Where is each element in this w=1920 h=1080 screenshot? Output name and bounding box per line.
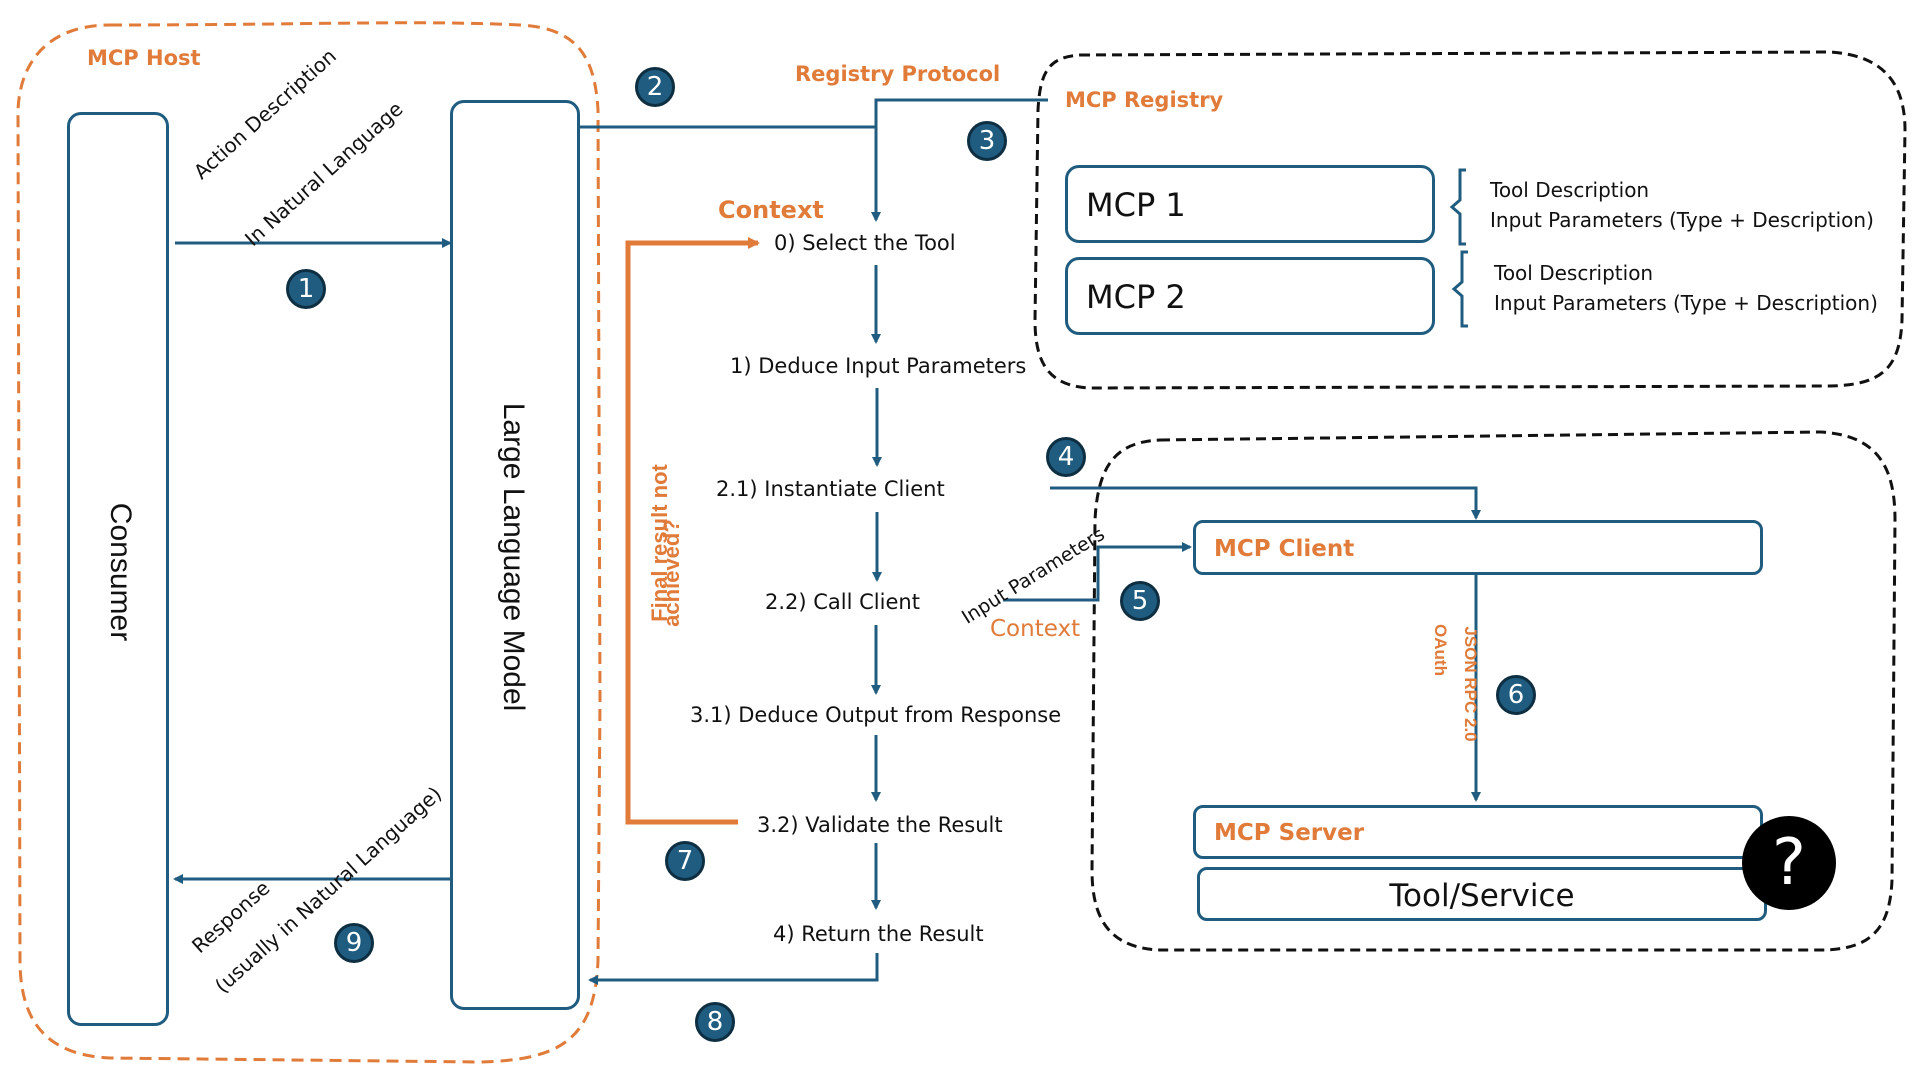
tool-service-label: Tool/Service (1389, 878, 1575, 914)
tool-service-box[interactable]: Tool/Service (1197, 867, 1767, 921)
question-glyph: ? (1772, 826, 1806, 900)
mcp-server-label: MCP Server (1214, 820, 1365, 846)
mcp2-input-parameters: Input Parameters (Type + Description) (1494, 291, 1878, 315)
step-2-1-instantiate: 2.1) Instantiate Client (716, 477, 945, 501)
llm-box: Large Language Model (450, 100, 580, 1010)
mcp2-box[interactable]: MCP 2 (1065, 257, 1435, 335)
consumer-label: Consumer (104, 502, 137, 642)
step-badge-8: 8 (695, 1002, 735, 1042)
step-badge-6: 6 (1496, 675, 1536, 715)
step-4-return: 4) Return the Result (773, 922, 984, 946)
mcp-client-box[interactable]: MCP Client (1193, 520, 1763, 575)
arrow-instantiate-client (1050, 486, 1481, 520)
llm-label: Large Language Model (497, 402, 530, 712)
mcp-server-boundary (1090, 430, 1897, 952)
mcp-server-box[interactable]: MCP Server (1193, 805, 1763, 859)
arrow-call-client (1003, 542, 1192, 602)
step-badge-3: 3 (967, 121, 1007, 161)
step-badge-1: 1 (286, 269, 326, 309)
step-badge-2: 2 (635, 67, 675, 107)
loop-arrow (625, 237, 760, 825)
mcp1-input-parameters: Input Parameters (Type + Description) (1490, 208, 1874, 232)
json-rpc-label: JSON RPC 2.0 (1461, 626, 1480, 742)
step-badge-5: 5 (1120, 581, 1160, 621)
brace-mcp1 (1449, 168, 1466, 246)
mcp2-label: MCP 2 (1086, 278, 1186, 316)
step-badge-7: 7 (665, 841, 705, 881)
mcp1-label: MCP 1 (1086, 186, 1186, 224)
arrow-return-to-llm (588, 953, 879, 985)
step-3-2-validate: 3.2) Validate the Result (757, 813, 1003, 837)
brace-mcp2 (1451, 250, 1468, 328)
oauth-label: OAuth (1431, 624, 1450, 676)
step-0-select-tool: 0) Select the Tool (774, 231, 956, 255)
step-badge-9: 9 (334, 923, 374, 963)
mcp-client-label: MCP Client (1214, 536, 1355, 562)
consumer-box: Consumer (67, 112, 169, 1026)
step-3-1-deduce-output: 3.1) Deduce Output from Response (690, 703, 1062, 727)
mcp-registry-boundary (1033, 50, 1907, 390)
registry-protocol-label: Registry Protocol (795, 62, 1001, 86)
mcp2-tool-description: Tool Description (1494, 261, 1654, 285)
context-label: Context (718, 196, 824, 224)
arrow-registry-to-flow (874, 98, 1048, 127)
mcp-registry-title: MCP Registry (1065, 88, 1224, 112)
mcp-host-title: MCP Host (87, 46, 201, 70)
mcp1-tool-description: Tool Description (1490, 178, 1650, 202)
loop-label-line2: achieved? (659, 519, 684, 627)
mcp1-box[interactable]: MCP 1 (1065, 165, 1435, 243)
question-icon: ? (1742, 816, 1836, 910)
context-label-2: Context (990, 616, 1081, 642)
step-badge-4: 4 (1046, 437, 1086, 477)
step-1-deduce-input: 1) Deduce Input Parameters (730, 354, 1027, 378)
step-2-2-call-client: 2.2) Call Client (765, 590, 920, 614)
